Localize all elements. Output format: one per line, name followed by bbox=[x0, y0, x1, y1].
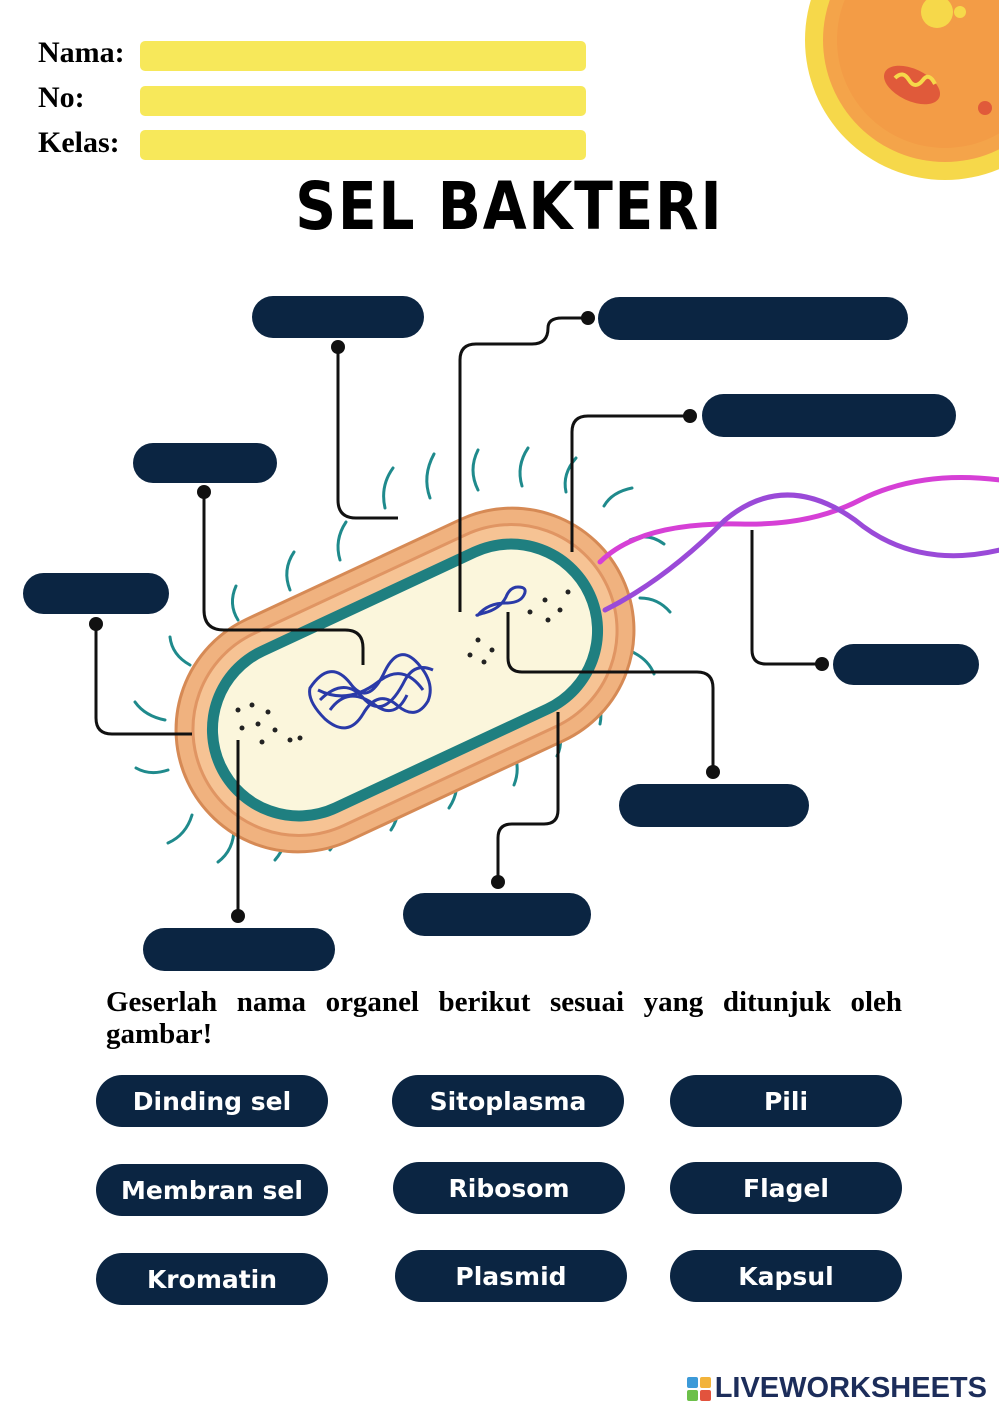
word-chip-kromatin[interactable]: Kromatin bbox=[96, 1253, 328, 1305]
word-chip-kapsul[interactable]: Kapsul bbox=[670, 1250, 902, 1302]
answer-box-3[interactable] bbox=[702, 394, 956, 437]
answer-box-9[interactable] bbox=[143, 928, 335, 971]
instruction-text: Geserlah nama organel berikut sesuai yan… bbox=[106, 986, 902, 1050]
answer-box-6[interactable] bbox=[833, 644, 979, 685]
word-chip-sitoplasma[interactable]: Sitoplasma bbox=[392, 1075, 624, 1127]
word-chip-pili[interactable]: Pili bbox=[670, 1075, 902, 1127]
answer-box-5[interactable] bbox=[23, 573, 169, 614]
answer-box-2[interactable] bbox=[598, 297, 908, 340]
answer-box-8[interactable] bbox=[403, 893, 591, 936]
answer-box-7[interactable] bbox=[619, 784, 809, 827]
liveworksheets-logo: LIVEWORKSHEETS bbox=[687, 1372, 987, 1405]
word-chip-ribosom[interactable]: Ribosom bbox=[393, 1162, 625, 1214]
word-chip-dinding-sel[interactable]: Dinding sel bbox=[96, 1075, 328, 1127]
answer-box-1[interactable] bbox=[252, 296, 424, 338]
answer-box-4[interactable] bbox=[133, 443, 277, 483]
liveworksheets-icon bbox=[687, 1377, 711, 1401]
brand-text: LIVEWORKSHEETS bbox=[715, 1372, 987, 1405]
word-chip-plasmid[interactable]: Plasmid bbox=[395, 1250, 627, 1302]
word-chip-membran-sel[interactable]: Membran sel bbox=[96, 1164, 328, 1216]
word-chip-flagel[interactable]: Flagel bbox=[670, 1162, 902, 1214]
flagellum bbox=[600, 478, 999, 611]
